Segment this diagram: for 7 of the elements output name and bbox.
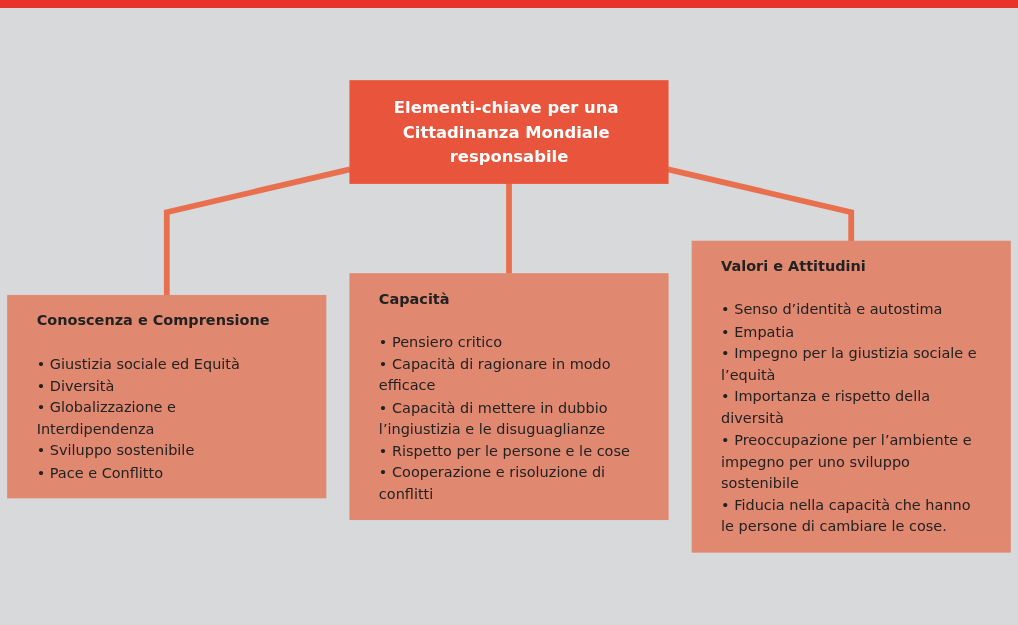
connector bbox=[506, 183, 512, 274]
node-box: Capacità • Pensiero critico • Capacità di ragionare in modo efficace • Capacità di mettere in dubbio l’ingiustizia e le disuguaglianze • Rispetto per le persone e le cose • Cooperazione e risoluzione di conflitti bbox=[349, 273, 669, 521]
node-box: Elementi-chiave per una Cittadinanza Mondiale responsabile bbox=[349, 80, 669, 184]
connector bbox=[667, 166, 855, 242]
connector bbox=[163, 166, 351, 296]
node-box: Conoscenza e Comprensione • Giustizia sociale ed Equità • Diversità • Globalizzazione e Interdipendenza • Sviluppo sostenibile • Pace e Conflitto bbox=[7, 295, 327, 499]
node-box: Valori e Attitudini • Senso d’identità e autostima • Empatia • Impegno per la giustizia sociale e l’equità • Importanza e rispetto della diversità • Preoccupazione per l’ambiente e impegno per uno sviluppo sostenibile • Fiducia nella capacità che hanno le persone di cambiare le cose. bbox=[691, 240, 1011, 553]
